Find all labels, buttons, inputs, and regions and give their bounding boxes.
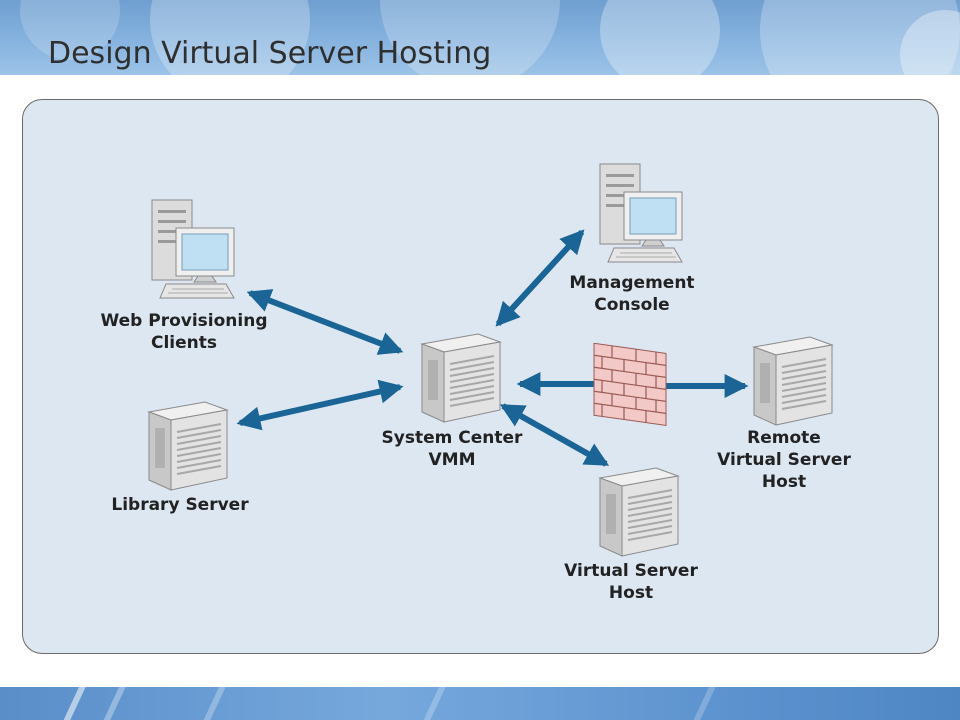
slide-title: Design Virtual Server Hosting	[48, 36, 492, 71]
workstation-icon	[151, 199, 235, 299]
slide-footer-band	[0, 687, 960, 720]
workstation-icon	[599, 163, 683, 263]
firewall-icon	[593, 343, 667, 426]
remote-virtual-server-host-label: Remote Virtual Server Host	[717, 428, 851, 492]
arrow-library-vmm	[236, 379, 404, 431]
server-icon	[752, 336, 834, 426]
arrow-web-clients-vmm	[246, 289, 404, 355]
library-server-label: Library Server	[111, 495, 249, 515]
system-center-vmm-label: System Center VMM	[381, 428, 523, 470]
web-provisioning-clients-label: Web Provisioning Clients	[100, 311, 268, 353]
slide-header: Design Virtual Server Hosting	[0, 0, 960, 75]
management-console-label: Management Console	[569, 273, 695, 315]
virtual-server-host-label: Virtual Server Host	[564, 561, 698, 603]
arrow-vmm-virtual-host	[499, 403, 610, 467]
arrow-vmm-management	[495, 229, 585, 327]
server-icon	[147, 401, 229, 491]
server-icon	[598, 467, 680, 557]
server-icon	[420, 333, 502, 423]
